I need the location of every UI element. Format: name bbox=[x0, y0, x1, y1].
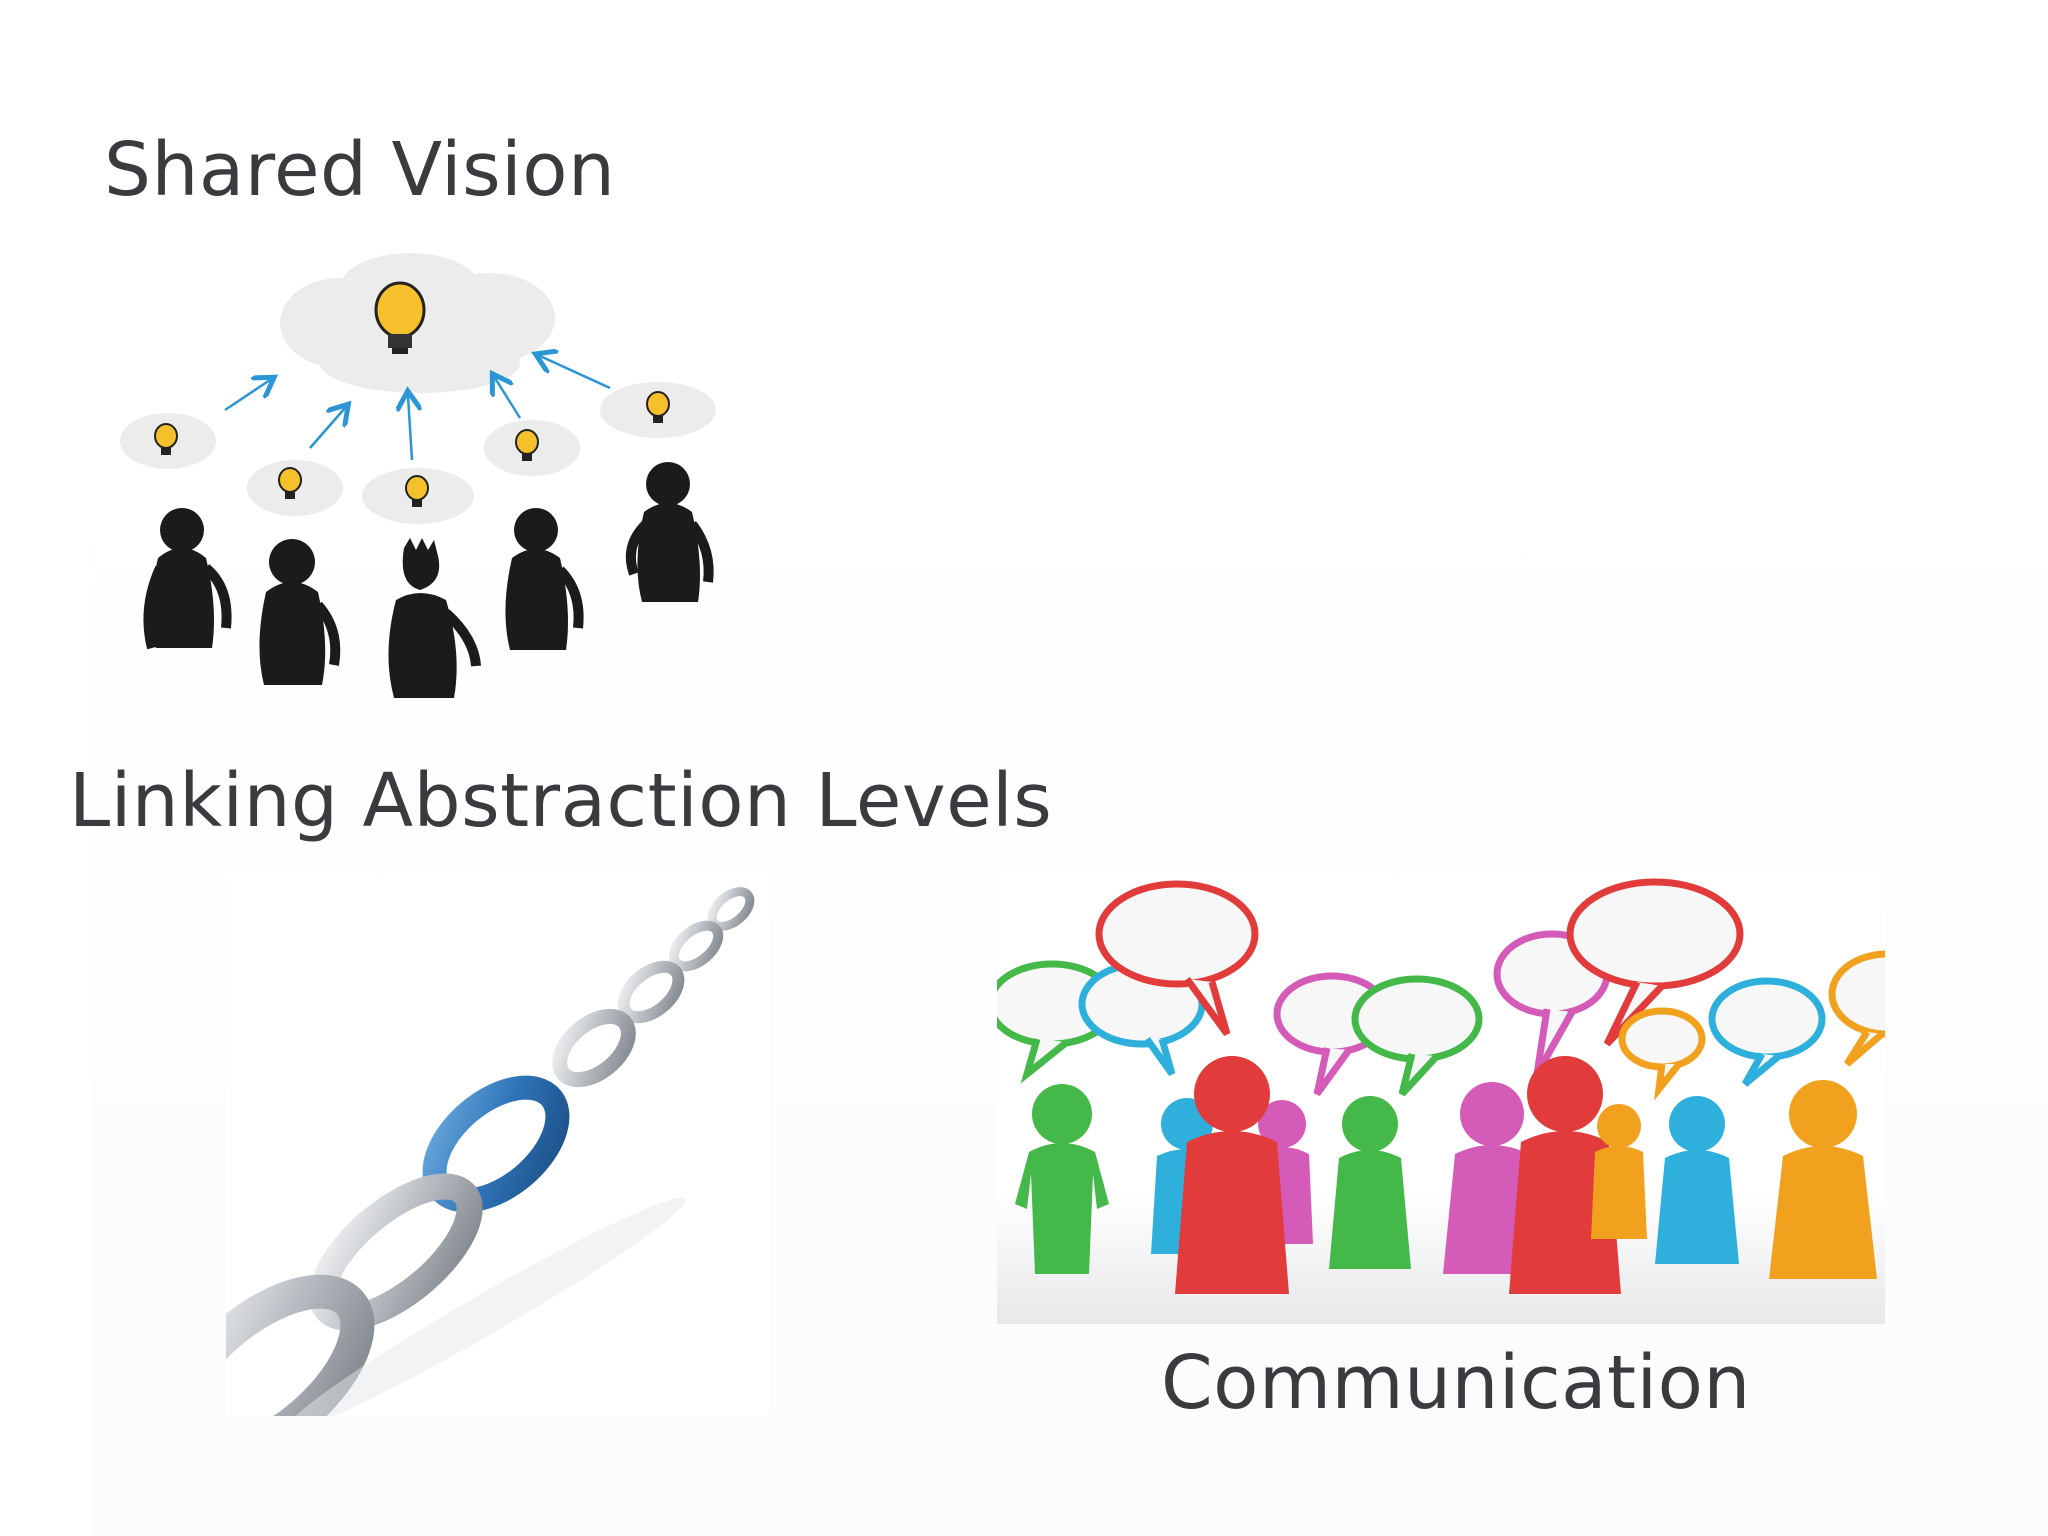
communication-illustration bbox=[997, 874, 1885, 1324]
shared-vision-illustration bbox=[120, 253, 716, 698]
chain-illustration bbox=[226, 874, 770, 1416]
heading-communication: Communication bbox=[1161, 1340, 1751, 1426]
heading-linking-abstraction-levels: Linking Abstraction Levels bbox=[69, 758, 1053, 844]
lightbulb-icon bbox=[374, 281, 426, 354]
heading-shared-vision: Shared Vision bbox=[104, 127, 616, 213]
people-figures bbox=[1015, 1056, 1877, 1294]
people-group bbox=[143, 462, 714, 698]
